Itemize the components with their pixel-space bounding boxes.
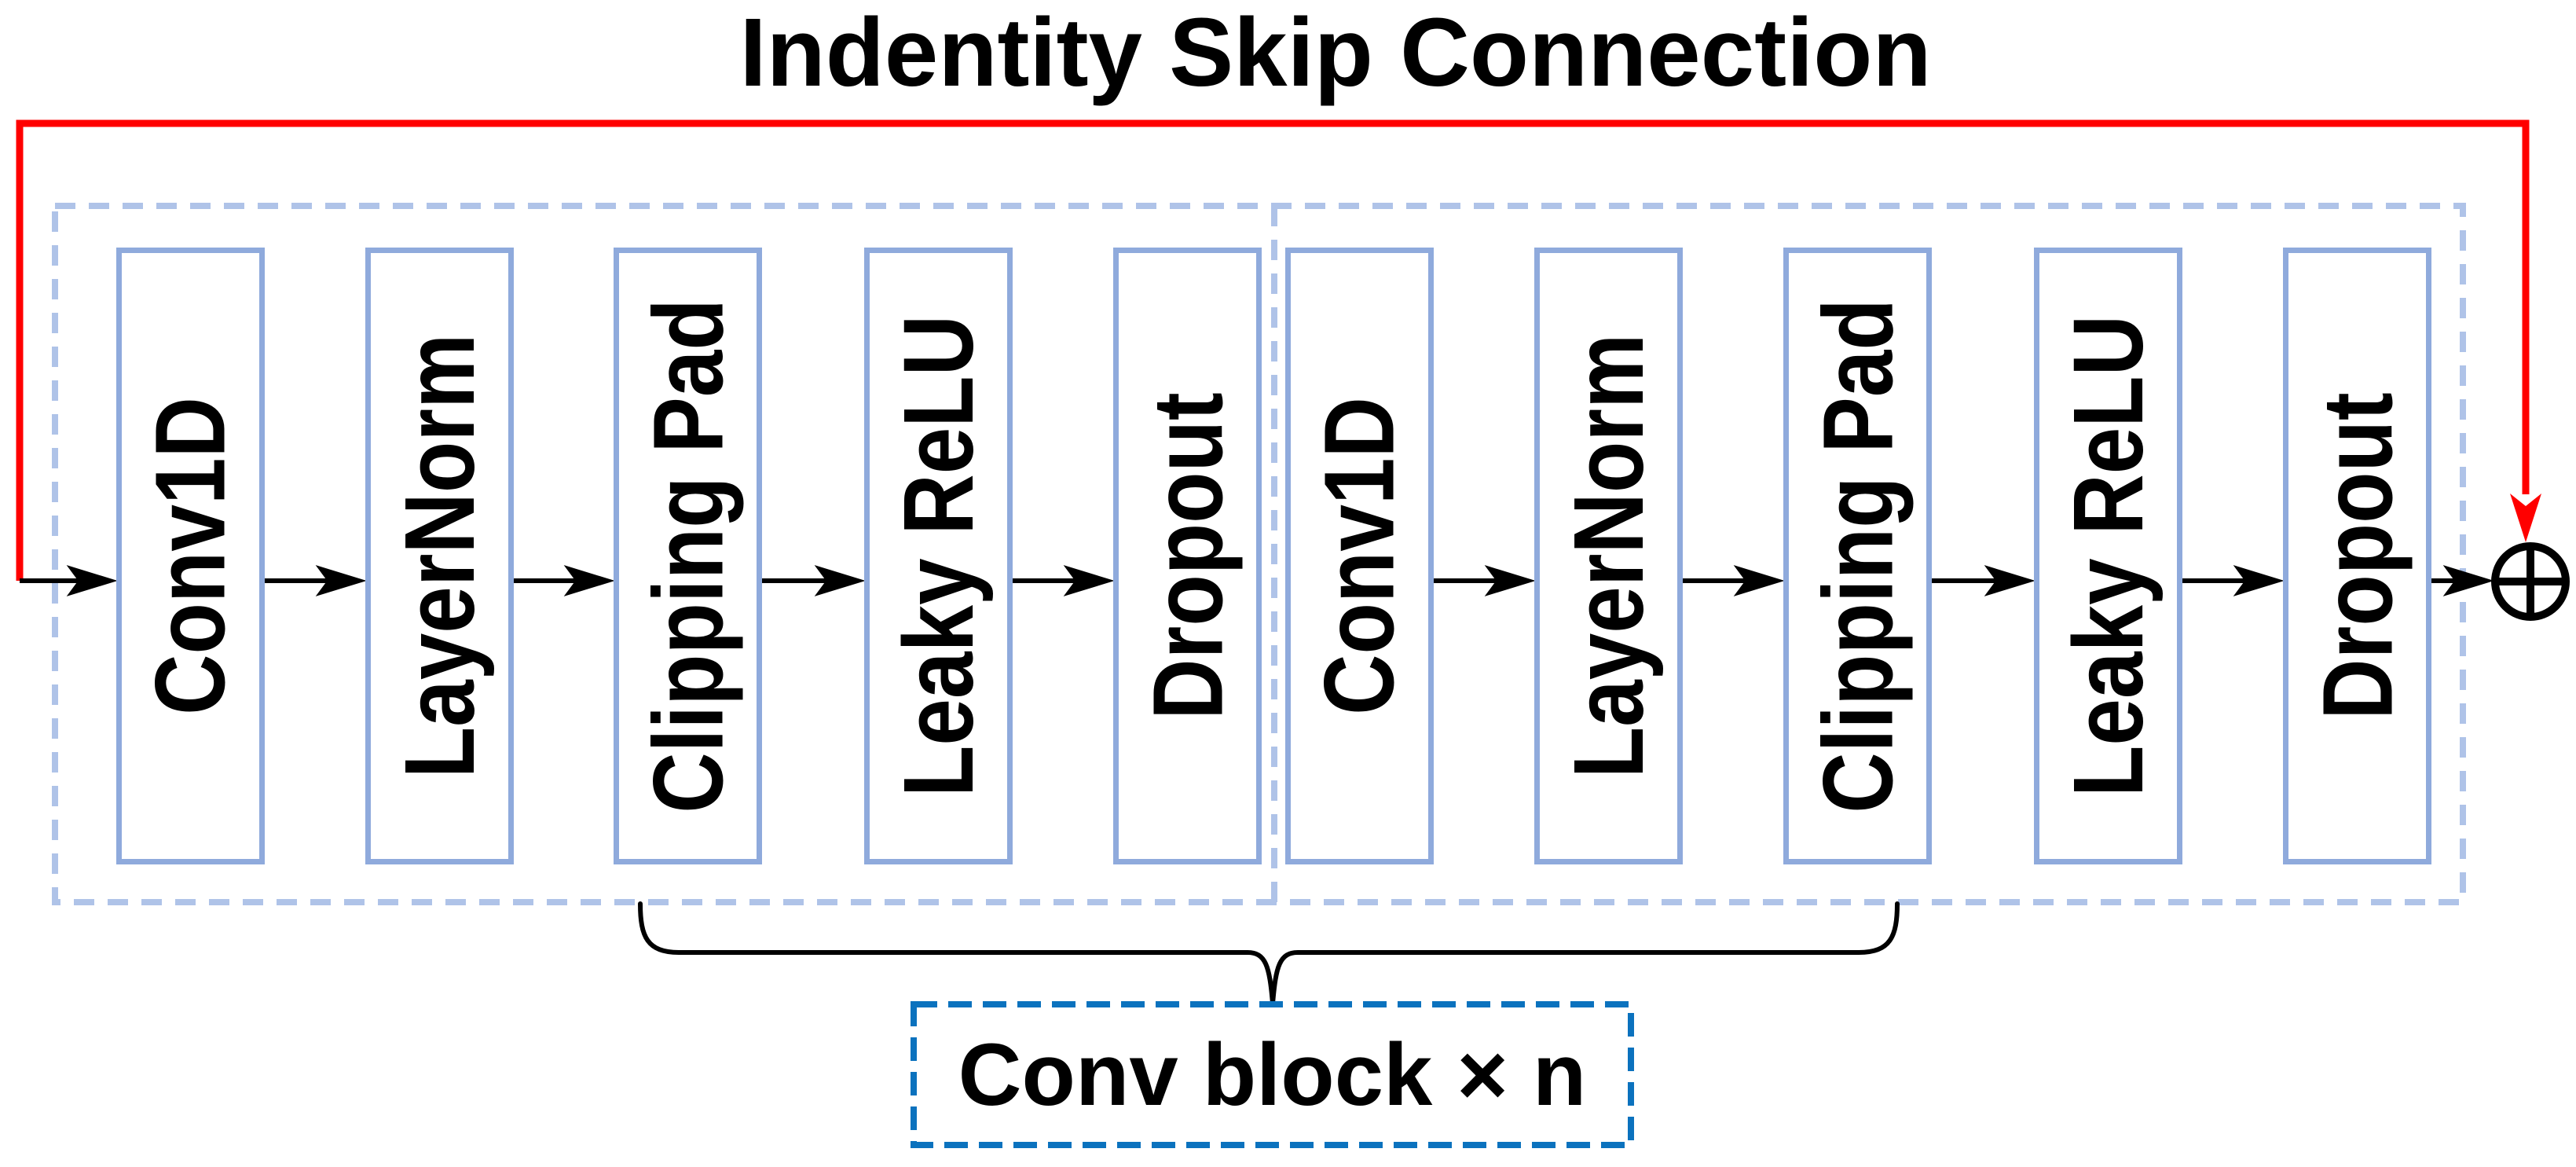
flow-arrow [1013,565,1115,596]
skip-connection-arrowhead-icon [2510,494,2541,542]
flow-arrow [1434,565,1536,596]
layer-label: LayerNorm [1553,333,1665,779]
layer-label: Clipping Pad [632,299,743,813]
layer-box-leaky-relu-2: Leaky ReLU [2034,248,2182,864]
layer-label: LayerNorm [384,333,496,779]
layer-box-layernorm-1: LayerNorm [365,248,514,864]
layer-box-clipping-pad-2: Clipping Pad [1783,248,1932,864]
input-arrow [20,565,118,596]
flow-arrow [1683,565,1785,596]
layer-box-clipping-pad-1: Clipping Pad [614,248,762,864]
skip-connection-line [16,119,2530,581]
conv-block-outline-group [52,203,2466,905]
layer-box-conv1d-1: Conv1D [116,248,265,864]
layer-box-leaky-relu-1: Leaky ReLU [864,248,1013,864]
brace [638,901,1900,1004]
flow-arrow [1932,565,2036,596]
annotation-box [911,1001,1634,1148]
conv-block-annotation: Conv block × n [958,1026,1587,1124]
flow-arrow [265,565,367,596]
layer-box-layernorm-2: LayerNorm [1534,248,1683,864]
flow-arrow [762,565,866,596]
identity-skip-connection [16,119,2541,581]
flow-arrows [20,565,2494,596]
layer-box-conv1d-2: Conv1D [1285,248,1434,864]
layer-label: Clipping Pad [1802,299,1913,813]
layer-label: Leaky ReLU [883,314,994,798]
layer-box-dropout-1: Dropout [1113,248,1262,864]
output-arrow [2431,565,2494,596]
sum-node-icon [2491,542,2570,621]
layer-label: Conv1D [135,397,247,715]
layer-box-dropout-2: Dropout [2283,248,2431,864]
layer-label: Dropout [1132,392,1244,720]
layer-label: Conv1D [1304,397,1416,715]
conv-blocks-outline [52,203,2466,905]
flow-arrow [2182,565,2285,596]
diagram-title: Indentity Skip Connection [739,0,1932,107]
flow-arrow [514,565,615,596]
layer-label: Leaky ReLU [2053,314,2164,798]
layer-label: Dropout [2302,392,2413,720]
